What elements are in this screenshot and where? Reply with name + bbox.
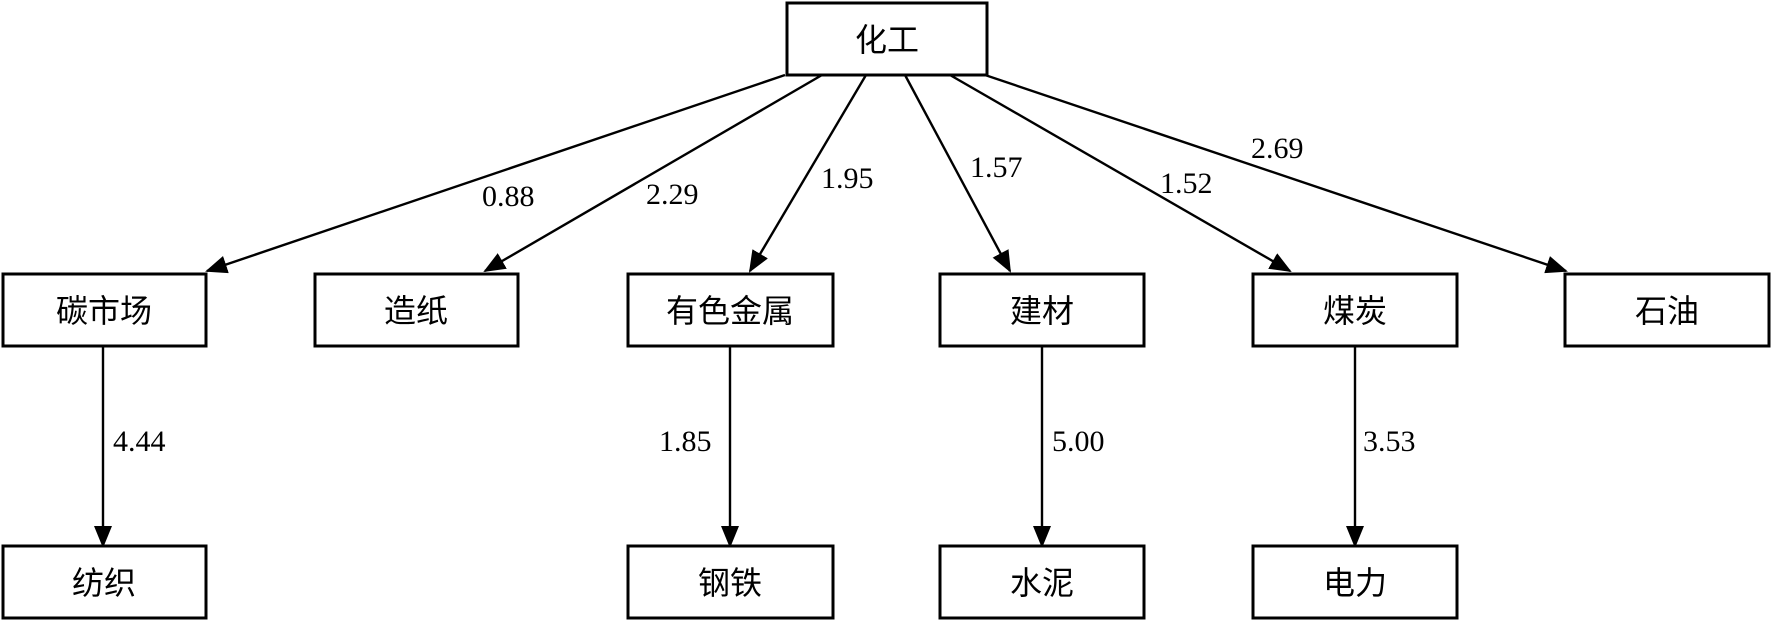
edge-coal-power: 3.53 bbox=[1346, 346, 1416, 548]
node-label: 煤炭 bbox=[1323, 292, 1387, 330]
edge-nonferrous-steel: 1.85 bbox=[659, 346, 739, 548]
edge-weight-label: 4.44 bbox=[113, 425, 166, 458]
node-label: 建材 bbox=[1010, 292, 1074, 330]
edge-root-paper: 2.29 bbox=[483, 73, 823, 273]
edge-root-coal: 1.52 bbox=[949, 73, 1292, 273]
node-textile: 纺织 bbox=[1, 544, 208, 620]
node-label: 化工 bbox=[855, 21, 919, 59]
node-cement: 水泥 bbox=[938, 544, 1146, 620]
node-root: 化工 bbox=[785, 1, 989, 77]
edge-carbon-market-textile: 4.44 bbox=[94, 346, 166, 548]
node-label: 水泥 bbox=[1010, 564, 1074, 602]
edge-root-carbon-market: 0.88 bbox=[205, 73, 786, 274]
edge-weight-label: 1.52 bbox=[1160, 167, 1213, 200]
node-label: 造纸 bbox=[384, 292, 448, 330]
node-steel: 钢铁 bbox=[626, 544, 835, 620]
node-building-materials: 建材 bbox=[938, 272, 1146, 348]
edge-weight-label: 2.29 bbox=[646, 178, 699, 211]
node-label: 钢铁 bbox=[698, 564, 762, 602]
node-label: 碳市场 bbox=[56, 292, 152, 330]
node-carbon-market: 碳市场 bbox=[1, 272, 208, 348]
node-coal: 煤炭 bbox=[1251, 272, 1459, 348]
edge-root-building-materials: 1.57 bbox=[903, 74, 1023, 273]
node-label: 电力 bbox=[1323, 564, 1387, 602]
edge-weight-label: 0.88 bbox=[482, 180, 535, 213]
edge-weight-label: 5.00 bbox=[1052, 425, 1105, 458]
node-label: 石油 bbox=[1635, 292, 1699, 330]
node-nonferrous: 有色金属 bbox=[626, 272, 835, 348]
node-label: 纺织 bbox=[72, 564, 136, 602]
edge-building-materials-cement: 5.00 bbox=[1033, 346, 1105, 548]
edge-weight-label: 2.69 bbox=[1251, 132, 1304, 165]
node-petroleum: 石油 bbox=[1563, 272, 1771, 348]
edge-weight-label: 1.85 bbox=[659, 425, 712, 458]
edge-root-petroleum: 2.69 bbox=[984, 73, 1568, 274]
edge-weight-label: 1.95 bbox=[821, 162, 874, 195]
edge-root-nonferrous: 1.95 bbox=[748, 74, 874, 273]
edge-weight-label: 1.57 bbox=[970, 151, 1023, 184]
node-paper: 造纸 bbox=[313, 272, 520, 348]
node-label: 有色金属 bbox=[666, 292, 794, 330]
node-power: 电力 bbox=[1251, 544, 1459, 620]
edge-weight-label: 3.53 bbox=[1363, 425, 1416, 458]
